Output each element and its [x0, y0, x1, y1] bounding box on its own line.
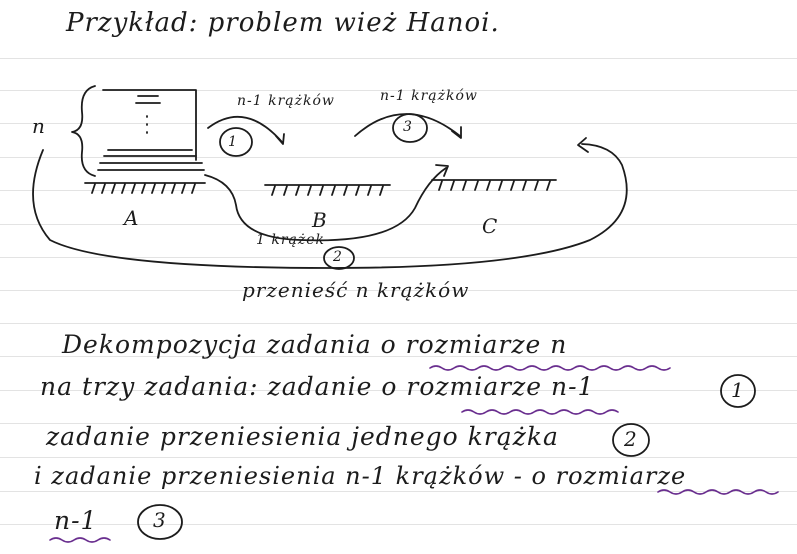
peg-label-a: A — [124, 206, 140, 230]
paragraph-line-1: Dekompozycja zadania o rozmiarze n — [62, 330, 568, 359]
move-2-label: 1 krążek — [256, 232, 326, 248]
ruling-line — [0, 190, 797, 191]
underline-n-1 — [49, 537, 111, 543]
n-label: n — [32, 114, 46, 138]
arrow-head — [275, 133, 285, 145]
ruling-line — [0, 457, 797, 458]
paragraph-line-2: na trzy zadania: zadanie o rozmiarze n-1 — [40, 372, 595, 401]
arrow-head — [435, 164, 449, 177]
ruling-line — [0, 90, 797, 91]
ruling-line — [0, 123, 797, 124]
ruling-line — [0, 390, 797, 391]
step-circle-3 — [392, 113, 428, 143]
base-b-hatching — [271, 185, 384, 196]
para-circle-3 — [137, 504, 183, 540]
base-a-hatching — [91, 183, 196, 194]
move-3-label: n-1 krążków — [380, 88, 478, 104]
underline-o-rozmiarze — [429, 365, 671, 371]
paragraph-line-3: zadanie przeniesienia jednego krążka — [46, 422, 559, 451]
paragraph-line-5: n-1 — [54, 506, 98, 535]
ruling-line — [0, 323, 797, 324]
arrow-move-2 — [204, 167, 447, 242]
arrow-head — [451, 126, 462, 139]
step-circle-1 — [219, 127, 253, 157]
ruling-line — [0, 157, 797, 158]
para-circle-1 — [720, 374, 756, 408]
brace-stroke — [71, 85, 96, 177]
step-number-2: 2 — [333, 249, 343, 265]
paragraph-circle-1-text: 1 — [731, 378, 745, 402]
para-circle-2 — [612, 423, 650, 457]
ruling-line — [0, 524, 797, 525]
disc-outline — [102, 89, 197, 161]
step-circle-2 — [323, 246, 355, 270]
paragraph-circle-2-text: 2 — [624, 427, 638, 451]
move-1-label: n-1 krążków — [237, 93, 335, 109]
step-number-1: 1 — [228, 134, 238, 150]
underline-o-rozmiarze-2 — [461, 409, 619, 415]
step-number-3: 3 — [403, 119, 413, 135]
page-title: Przykład: problem wież Hanoi. — [66, 8, 500, 38]
peg-label-b: B — [312, 208, 328, 232]
paragraph-circle-3-text: 3 — [153, 508, 167, 532]
arrow-whole-problem — [32, 143, 628, 269]
paragraph-line-4: i zadanie przeniesienia n-1 krążków - o … — [34, 462, 687, 490]
ruling-line — [0, 491, 797, 492]
ruling-line — [0, 58, 797, 59]
arrow-move-1 — [207, 115, 283, 143]
ruling-line — [0, 257, 797, 258]
ruling-line — [0, 423, 797, 424]
underline-o-rozmiarze-3 — [657, 489, 779, 495]
base-c-hatching — [438, 180, 551, 191]
peg-label-c: C — [482, 214, 499, 238]
ruling-line — [0, 356, 797, 357]
arrow-head — [577, 137, 589, 153]
diagram-caption: przenieść n krążków — [242, 278, 470, 302]
ruling-line — [0, 290, 797, 291]
